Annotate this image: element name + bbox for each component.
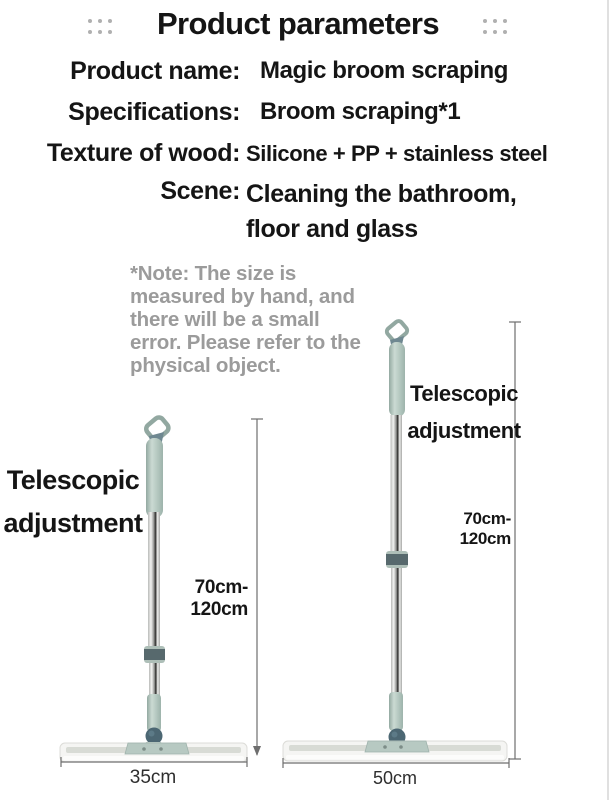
- page-title: Product parameters: [156, 6, 440, 41]
- spec-value: Silicone + PP + stainless steel: [246, 141, 548, 166]
- dots-grid-icon: [88, 19, 112, 34]
- spec-label: Texture of wood:: [46, 139, 241, 167]
- length-range-label-right: 70cm-120cm: [459, 509, 512, 548]
- spec-value: Cleaning the bathroom, floor and glass: [246, 180, 517, 243]
- dot: [108, 30, 112, 34]
- measure-line-horizontal: [60, 757, 248, 767]
- pivot-joint: [145, 727, 163, 745]
- dot: [98, 30, 102, 34]
- head-width-label-right: 50cm: [372, 768, 417, 788]
- measure-line-vertical: [509, 321, 521, 760]
- handle-grip: [389, 342, 405, 417]
- dot: [483, 19, 487, 23]
- head-width-label-left: 35cm: [129, 767, 177, 788]
- measure-line-vertical: [251, 418, 263, 756]
- spec-label: Product name:: [70, 57, 240, 85]
- telescopic-pole-upper: [390, 415, 402, 554]
- dot: [493, 30, 497, 34]
- spec-label: Specifications:: [68, 98, 240, 126]
- telescopic-adjustment-label-right: Telescopic adjustment: [407, 381, 521, 443]
- dot: [503, 19, 507, 23]
- dot: [88, 19, 92, 23]
- size-note: *Note: The size is measured by hand, and…: [130, 262, 361, 377]
- photo-edge-divider: [607, 0, 609, 800]
- dot: [98, 19, 102, 23]
- dot: [483, 30, 487, 34]
- measure-line-horizontal: [282, 758, 510, 768]
- spec-row-scene: Scene: Cleaning the bathroom, floor and …: [0, 177, 615, 247]
- squeegee-head: [59, 742, 248, 763]
- spec-value: Magic broom scraping: [260, 57, 509, 84]
- telescopic-pole-lower: [391, 568, 402, 694]
- spec-row-specifications: Specifications: Broom scraping*1: [0, 98, 615, 127]
- dot: [493, 19, 497, 23]
- pole-connector-ring: [144, 646, 165, 663]
- pole-connector-ring: [386, 551, 408, 568]
- dot: [108, 19, 112, 23]
- dots-grid-icon: [483, 19, 507, 34]
- handle-grip: [146, 438, 163, 518]
- dot: [503, 30, 507, 34]
- broom-illustration-50cm: [282, 319, 521, 768]
- length-range-label-left: 70cm-120cm: [190, 577, 248, 620]
- telescopic-pole-lower: [149, 663, 160, 696]
- pole-sleeve: [147, 694, 161, 732]
- squeegee-head: [282, 740, 508, 762]
- spec-row-product-name: Product name: Magic broom scraping: [0, 57, 615, 86]
- broom-illustration-35cm: [59, 415, 263, 767]
- telescopic-adjustment-label-left: Telescopic adjustment: [3, 465, 143, 538]
- spec-row-texture: Texture of wood: Silicone + PP + stainle…: [0, 139, 615, 168]
- telescopic-pole-upper: [148, 512, 160, 650]
- spec-value: Broom scraping*1: [260, 98, 461, 125]
- dot: [88, 30, 92, 34]
- pole-sleeve: [389, 692, 403, 731]
- spec-label: Scene:: [160, 177, 240, 205]
